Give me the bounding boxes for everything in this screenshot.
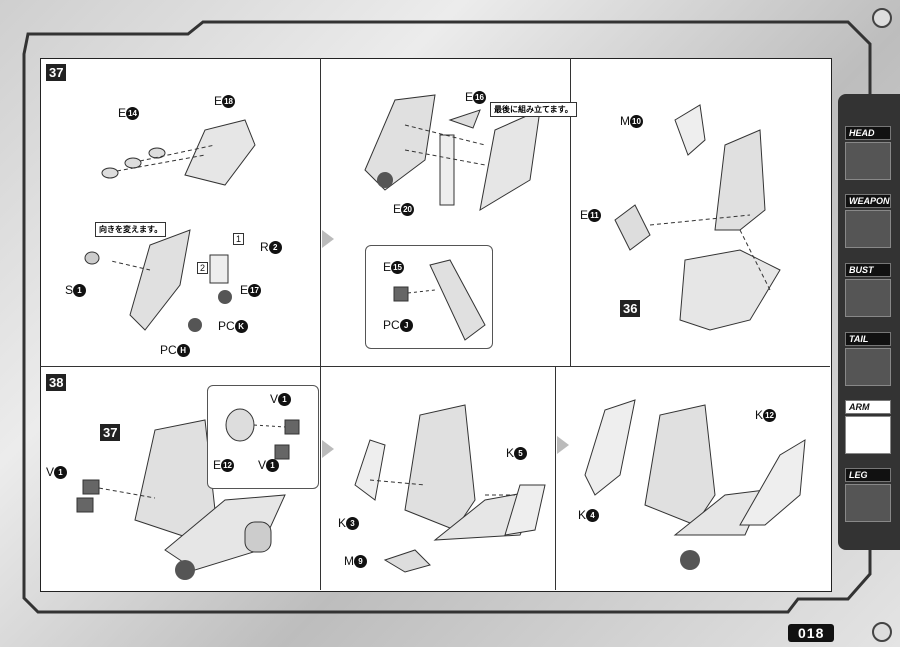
part-illustration — [614, 104, 781, 331]
part-illustration — [584, 399, 806, 570]
leg-thumb-icon — [845, 484, 891, 522]
part-illustration — [110, 229, 232, 332]
part-illustration — [76, 419, 286, 580]
col-divider — [320, 366, 321, 590]
arm-thumb-icon — [845, 416, 891, 454]
tab-leg[interactable]: LEG — [845, 468, 897, 522]
ref-step-37: 37 — [100, 424, 121, 441]
tab-head[interactable]: HEAD — [845, 126, 897, 180]
page-number: 018 — [788, 624, 835, 642]
ref-step-36: 36 — [620, 300, 641, 317]
tab-arm[interactable]: ARM — [845, 400, 897, 454]
part-illustration — [225, 408, 300, 460]
weapon-thumb-icon — [845, 210, 891, 248]
step-number: 38 — [46, 374, 67, 391]
flow-arrow — [557, 436, 569, 454]
tab-tail[interactable]: TAIL — [845, 332, 897, 386]
part-illustration — [393, 259, 486, 341]
bust-thumb-icon — [845, 279, 891, 317]
page-frame — [22, 20, 872, 614]
part-illustration — [101, 119, 256, 186]
flow-arrow — [322, 440, 334, 458]
step-number: 37 — [46, 64, 67, 81]
col-divider — [555, 366, 556, 590]
tab-weapon[interactable]: WEAPON — [845, 194, 897, 248]
part-illustration — [364, 94, 541, 212]
sub-step-1: 1 — [233, 233, 245, 245]
flow-arrow — [322, 230, 334, 248]
head-thumb-icon — [845, 142, 891, 180]
col-divider — [570, 58, 571, 366]
tail-thumb-icon — [845, 348, 891, 386]
corner-logo-icon — [872, 622, 892, 642]
part-illustration — [84, 251, 100, 265]
callout-assemble-last: 最後に組み立てます。 — [490, 102, 577, 117]
part-illustration — [354, 404, 546, 573]
row-divider — [40, 366, 830, 367]
callout-turn: 向きを変えます。 — [95, 222, 167, 237]
sub-step-2: 2 — [197, 262, 209, 274]
corner-logo-icon — [872, 8, 892, 28]
col-divider — [320, 58, 321, 366]
tab-bust[interactable]: BUST — [845, 263, 897, 317]
